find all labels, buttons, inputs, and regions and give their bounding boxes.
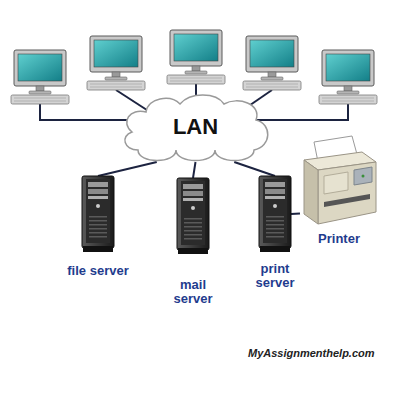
printer-illustration (304, 136, 376, 224)
server-tower (259, 176, 291, 252)
cloud-outline (125, 95, 268, 161)
network-link (234, 162, 275, 176)
lan-wire (40, 104, 140, 120)
network-link (98, 162, 157, 176)
network-label: LAN (173, 115, 218, 139)
workstation-icon (11, 50, 69, 104)
server-shape (177, 178, 209, 254)
node-caption: LAN (118, 92, 273, 162)
lan-cloud: LAN (118, 92, 273, 162)
server-tower (177, 178, 209, 254)
printer-box: Printer (300, 136, 378, 226)
device-label: print server (243, 262, 307, 290)
network-link (193, 162, 196, 178)
watermark: MyAssignmenthelp.com (248, 347, 375, 359)
lan-wire (255, 104, 348, 120)
network-link (291, 212, 300, 215)
server-box: print server (259, 176, 291, 252)
device-label: mail server (161, 278, 225, 306)
node-caption: file server (66, 264, 130, 278)
workstation-icon (243, 36, 301, 90)
lan-wire (116, 90, 150, 112)
workstation-icon (167, 30, 225, 84)
device-label: file server (66, 264, 130, 278)
node-caption: print server (243, 262, 307, 290)
node-caption: Printer (307, 232, 371, 246)
device-label: Printer (307, 232, 371, 246)
server-tower (82, 176, 114, 252)
workstation-icon (87, 36, 145, 90)
server-box: mail server (177, 178, 209, 254)
printer-shape (300, 136, 378, 226)
server-shape (259, 176, 291, 252)
server-shape (82, 176, 114, 252)
server-box: file server (82, 176, 114, 252)
workstation-icon (319, 50, 377, 104)
node-caption: mail server (161, 278, 225, 306)
